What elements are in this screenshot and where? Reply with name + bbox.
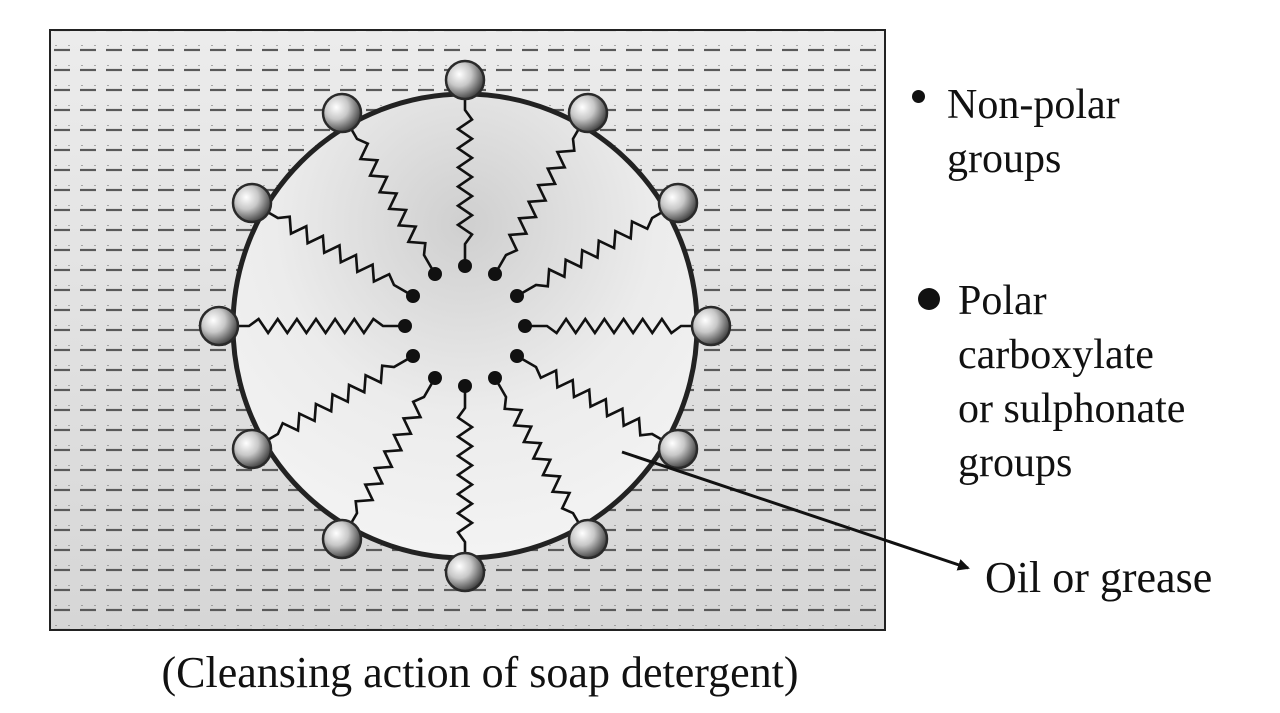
- polar-head: [690, 305, 732, 347]
- polar-head: [231, 428, 273, 470]
- nonpolar-end-dot: [428, 267, 442, 281]
- nonpolar-end-dot: [488, 267, 502, 281]
- hydrocarbon-tail: [495, 380, 583, 528]
- nonpolar-end-dot: [510, 349, 524, 363]
- legend-polar-label: Polar carboxylate or sulphonate groups: [958, 278, 1186, 486]
- legend-nonpolar: Non-polar groups: [912, 78, 1120, 186]
- nonpolar-end-dot: [518, 319, 532, 333]
- hydrocarbon-tail: [519, 356, 667, 444]
- polar-head: [657, 182, 699, 224]
- nonpolar-end-dot: [398, 319, 412, 333]
- nonpolar-dot-icon: [912, 90, 925, 103]
- hydrocarbon-tail: [263, 208, 411, 296]
- legend-nonpolar-label: Non-polar groups: [947, 82, 1120, 182]
- nonpolar-end-dot: [488, 371, 502, 385]
- hydrocarbon-tail: [263, 356, 411, 444]
- polar-head: [321, 518, 363, 560]
- polar-head: [198, 305, 240, 347]
- hydrocarbon-tail: [347, 124, 435, 272]
- nonpolar-end-dot: [458, 259, 472, 273]
- hydrocarbon-tail: [347, 380, 435, 528]
- hydrocarbon-tail: [455, 94, 475, 262]
- legend-polar: Polar carboxylate or sulphonate groups: [918, 274, 1185, 490]
- diagram-caption: (Cleansing action of soap detergent): [161, 648, 799, 697]
- polar-head: [231, 182, 273, 224]
- polar-head: [444, 59, 486, 101]
- nonpolar-end-dot: [428, 371, 442, 385]
- oil-grease-label: Oil or grease: [985, 553, 1213, 602]
- nonpolar-end-dot: [406, 349, 420, 363]
- polar-head: [567, 92, 609, 134]
- nonpolar-end-dot: [406, 289, 420, 303]
- hydrocarbon-tail: [455, 390, 475, 558]
- soap-molecules: [198, 59, 732, 593]
- hydrocarbon-tail: [529, 316, 697, 336]
- hydrocarbon-tail: [233, 316, 401, 336]
- nonpolar-end-dot: [510, 289, 524, 303]
- oil-pointer-arrow: [621, 450, 970, 571]
- polar-head: [444, 551, 486, 593]
- polar-head: [321, 92, 363, 134]
- hydrocarbon-tail: [495, 124, 583, 272]
- polar-head: [567, 518, 609, 560]
- hydrocarbon-tail: [519, 208, 667, 296]
- polar-head: [657, 428, 699, 470]
- polar-dot-icon: [918, 288, 940, 310]
- nonpolar-end-dot: [458, 379, 472, 393]
